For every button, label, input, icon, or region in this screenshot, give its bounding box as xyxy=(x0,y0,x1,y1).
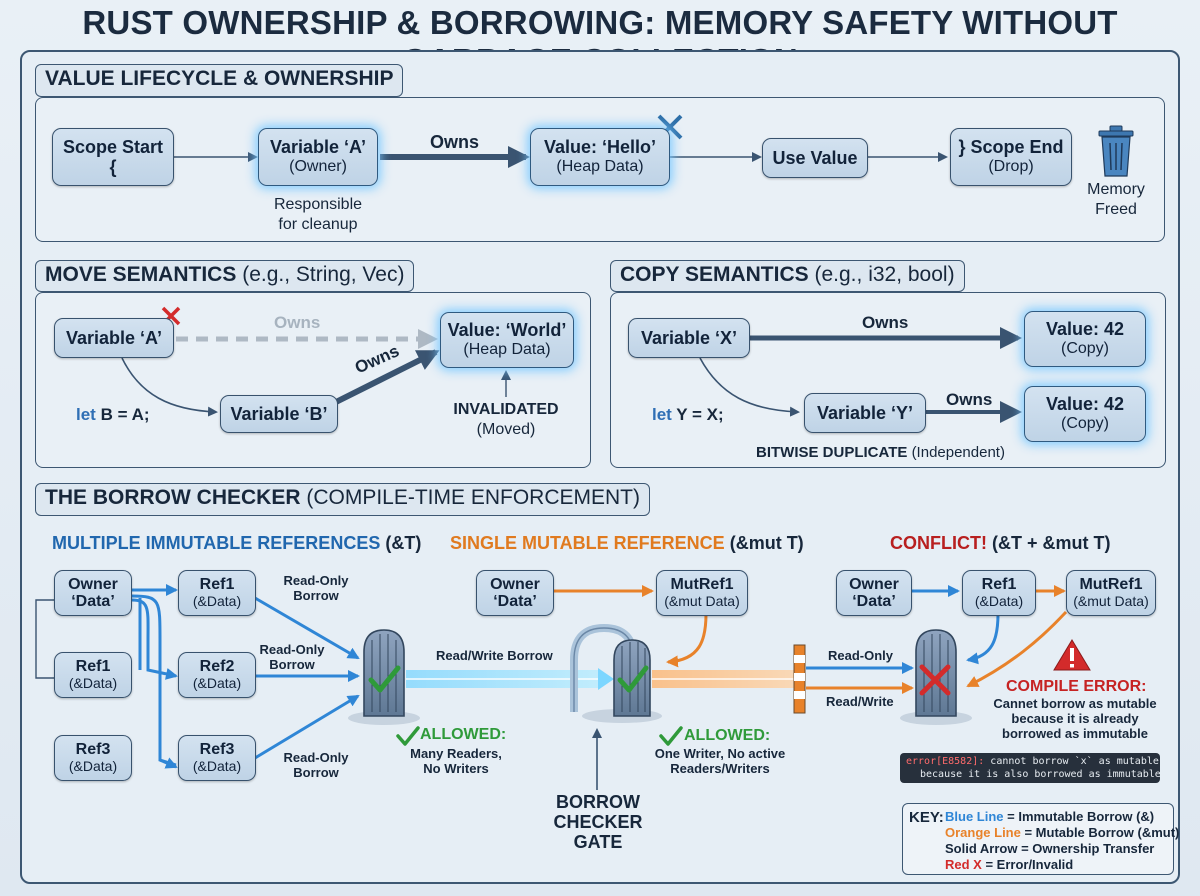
conflict-ref1-node: Ref1(&Data) xyxy=(962,570,1036,616)
ref1-left-node: Ref1(&Data) xyxy=(54,652,132,698)
copy-owns-top-label: Owns xyxy=(862,313,909,332)
conflict-subheading: CONFLICT! (&T + &mut T) xyxy=(890,533,1111,553)
let-b-label: let B = A; xyxy=(76,405,150,424)
immutable-allowed-note: Many Readers,No Writers xyxy=(410,746,502,776)
key-red-entry: Red X = Error/Invalid xyxy=(945,857,1074,872)
copy-heading: COPY SEMANTICS (e.g., i32, bool) xyxy=(610,260,965,292)
invalidated-label: INVALIDATED(Moved) xyxy=(453,401,559,438)
variable-y-node: Variable ‘Y’ xyxy=(804,393,926,433)
conflict-mutref1-node: MutRef1(&mut Data) xyxy=(1066,570,1156,616)
ref2-node: Ref2(&Data) xyxy=(178,652,256,698)
let-y-label: let Y = X; xyxy=(652,405,724,424)
move-heading: MOVE SEMANTICS (e.g., String, Vec) xyxy=(35,260,415,292)
use-value-node: Use Value xyxy=(762,138,868,178)
ref3-node: Ref3(&Data) xyxy=(178,735,256,781)
immutable-owner-node: Owner‘Data’ xyxy=(54,570,132,616)
variable-x-node: Variable ‘X’ xyxy=(628,318,750,358)
conflict-read-write-label: Read/Write xyxy=(826,694,894,709)
scope-start-node: Scope Start{ xyxy=(52,128,174,186)
variable-b-node: Variable ‘B’ xyxy=(220,395,338,433)
immutable-subheading: MULTIPLE IMMUTABLE REFERENCES (&T) xyxy=(52,533,422,553)
mutref1-node: MutRef1(&mut Data) xyxy=(656,570,748,616)
ref3-left-node: Ref3(&Data) xyxy=(54,735,132,781)
mutable-subheading: SINGLE MUTABLE REFERENCE (&mut T) xyxy=(450,533,804,553)
copy-owns-bottom-label: Owns xyxy=(946,390,993,409)
legend-key: KEY: Blue Line = Immutable Borrow (&) Or… xyxy=(902,803,1179,875)
rw-borrow-label: Read/Write Borrow xyxy=(436,648,553,663)
immutable-allowed-label: ALLOWED: xyxy=(420,726,507,743)
key-title: KEY: xyxy=(909,809,944,826)
owns-faded-label: Owns xyxy=(274,313,321,332)
move-variable-a-node: Variable ‘A’ xyxy=(54,318,174,358)
mutable-allowed-label: ALLOWED: xyxy=(684,727,771,744)
lifecycle-heading: VALUE LIFECYCLE & OWNERSHIP xyxy=(35,64,404,97)
borrow-heading: THE BORROW CHECKER (COMPILE-TIME ENFORCE… xyxy=(35,483,651,516)
key-solid-entry: Solid Arrow = Ownership Transfer xyxy=(945,841,1155,856)
value-world-node: Value: ‘World’(Heap Data) xyxy=(440,312,574,368)
variable-a-owner-node: Variable ‘A’(Owner) xyxy=(258,128,378,186)
conflict-read-only-label: Read-Only xyxy=(828,648,894,663)
key-blue-entry: Blue Line = Immutable Borrow (&) xyxy=(945,809,1155,824)
ref1-node: Ref1(&Data) xyxy=(178,570,256,616)
error-console: error[E8582]: cannot borrow `x` as mutab… xyxy=(900,753,1161,783)
key-orange-entry: Orange Line = Mutable Borrow (&mut) xyxy=(945,825,1180,840)
value-42-top-node: Value: 42(Copy) xyxy=(1024,311,1146,367)
conflict-owner-node: Owner‘Data’ xyxy=(836,570,912,616)
mutable-owner-node: Owner‘Data’ xyxy=(476,570,554,616)
owns-label: Owns xyxy=(430,132,480,152)
value-hello-node: Value: ‘Hello’(Heap Data) xyxy=(530,128,670,186)
scope-end-node: } Scope End(Drop) xyxy=(950,128,1072,186)
compile-error-label: COMPILE ERROR: xyxy=(1006,678,1147,695)
value-42-bottom-node: Value: 42(Copy) xyxy=(1024,386,1146,442)
bitwise-label: BITWISE DUPLICATE (Independent) xyxy=(756,444,1005,461)
